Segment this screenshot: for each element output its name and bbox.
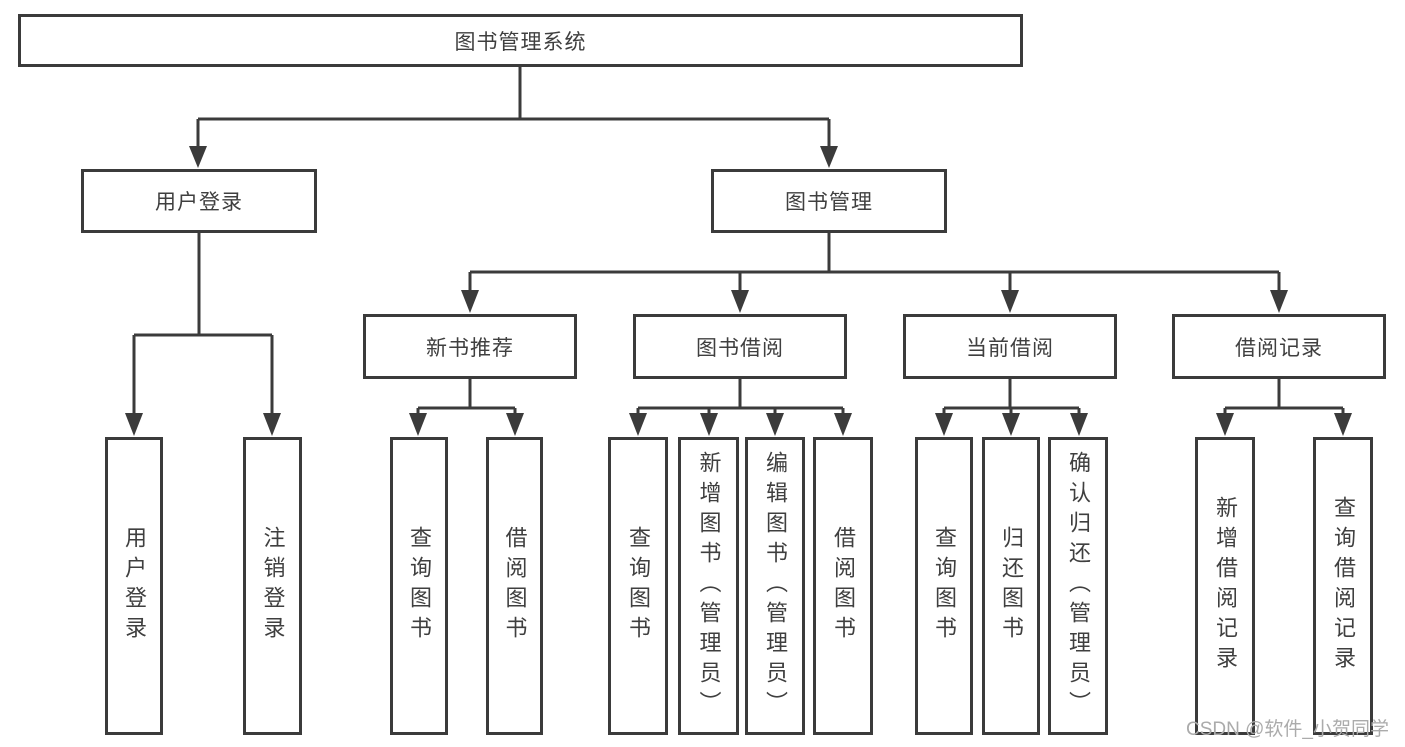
node-label: 归还图书 xyxy=(999,526,1024,646)
node-label: 编辑图书（管理员） xyxy=(763,451,788,721)
node-label: 图书管理系统 xyxy=(454,30,587,54)
node-label: 新增图书（管理员） xyxy=(696,451,722,721)
leaf-query-borrow-record: 查询借阅记录 xyxy=(1313,437,1373,735)
leaf-logout: 注销登录 xyxy=(243,437,302,735)
node-label: 借阅图书 xyxy=(502,526,528,646)
node-label: 新书推荐 xyxy=(426,336,514,360)
leaf-query-books-current: 查询图书 xyxy=(915,437,973,735)
node-label: 注销登录 xyxy=(260,526,286,646)
node-label: 查询借阅记录 xyxy=(1331,496,1356,676)
leaf-borrow-books-recommend: 借阅图书 xyxy=(486,437,543,735)
leaf-add-borrow-record: 新增借阅记录 xyxy=(1195,437,1255,735)
leaf-query-books-borrowing: 查询图书 xyxy=(608,437,668,735)
node-label: 用户登录 xyxy=(155,191,243,214)
node-label: 图书管理 xyxy=(785,191,873,214)
node-label: 借阅记录 xyxy=(1235,336,1323,360)
leaf-query-books-recommend: 查询图书 xyxy=(390,437,448,735)
leaf-return-books: 归还图书 xyxy=(982,437,1040,735)
node-label: 借阅图书 xyxy=(831,526,856,646)
leaf-confirm-return-admin: 确认归还（管理员） xyxy=(1048,437,1108,735)
node-current-borrowing: 当前借阅 xyxy=(903,314,1117,379)
node-book-borrowing: 图书借阅 xyxy=(633,314,847,379)
node-label: 图书借阅 xyxy=(696,336,784,360)
csdn-watermark: CSDN @软件_小贺同学 xyxy=(1186,719,1389,740)
node-label: 确认归还（管理员） xyxy=(1066,451,1091,721)
node-label: 当前借阅 xyxy=(966,336,1054,360)
leaf-edit-books-admin: 编辑图书（管理员） xyxy=(745,437,805,735)
node-book-management-branch: 图书管理 xyxy=(711,169,947,233)
node-label: 查询图书 xyxy=(626,526,651,646)
node-label: 查询图书 xyxy=(407,526,432,646)
node-new-book-recommendation: 新书推荐 xyxy=(363,314,577,379)
arrowhead-icons xyxy=(125,146,1352,436)
leaf-borrow-books: 借阅图书 xyxy=(813,437,873,735)
node-root-library-system: 图书管理系统 xyxy=(18,14,1023,67)
node-label: 查询图书 xyxy=(932,526,957,646)
node-borrowing-records: 借阅记录 xyxy=(1172,314,1386,379)
node-label: 新增借阅记录 xyxy=(1213,496,1238,676)
leaf-add-books-admin: 新增图书（管理员） xyxy=(678,437,739,735)
leaf-user-login: 用户登录 xyxy=(105,437,163,735)
node-user-login-branch: 用户登录 xyxy=(81,169,317,233)
node-label: 用户登录 xyxy=(122,526,147,646)
